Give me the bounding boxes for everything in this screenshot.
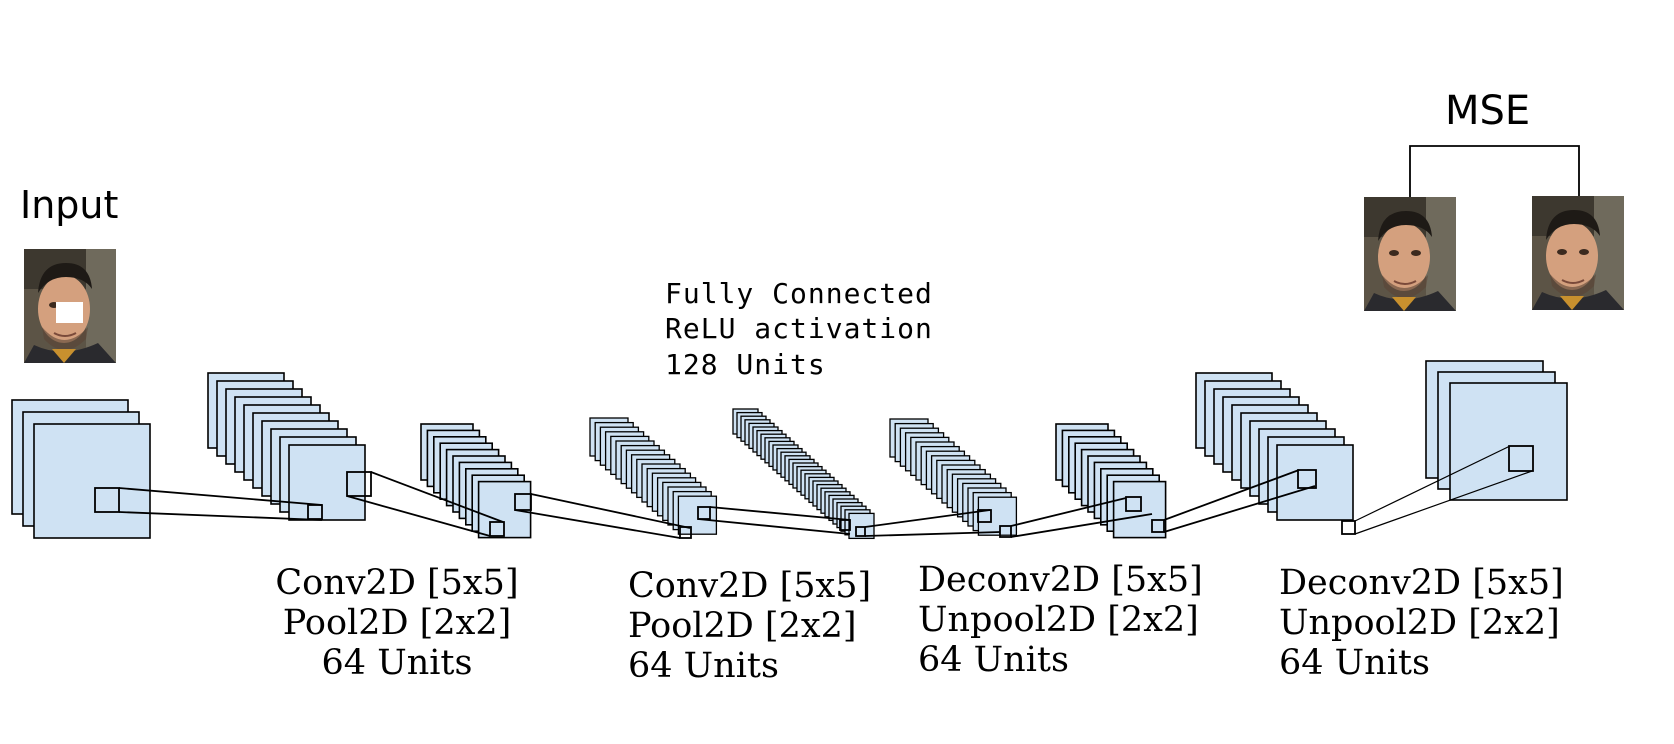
connection-line [514, 509, 681, 539]
kernel-box [839, 519, 851, 531]
fully-connected-stack [732, 408, 875, 540]
kernel-box [1125, 496, 1142, 512]
connection-line [864, 531, 1001, 537]
feature-map-stacks [11, 360, 1568, 540]
conv-stack-3 [589, 417, 718, 535]
connection-lines [94, 445, 1534, 539]
layer-2-line-3: 64 Units [628, 646, 779, 686]
connection-line [118, 487, 323, 506]
feature-map [1276, 444, 1354, 521]
layer-2-line-1: Conv2D [5x5] [628, 566, 871, 606]
layer-label-3: Deconv2D [5x5] Unpool2D [2x2] 64 Units [918, 560, 1203, 680]
kernel-box [489, 521, 505, 537]
fc-line-3: 128 Units [665, 348, 826, 381]
kernel-box [855, 526, 866, 537]
feature-map [1112, 480, 1167, 539]
input-title: Input [20, 183, 118, 227]
layer-1-line-3: 64 Units [322, 643, 473, 683]
connection-line [1354, 445, 1511, 522]
connection-line [118, 511, 323, 521]
connection-line [1163, 485, 1316, 533]
layer-4-line-2: Unpool2D [2x2] [1279, 603, 1560, 643]
kernel-box [679, 526, 692, 539]
layer-1-line-1: Conv2D [5x5] [275, 563, 518, 603]
connection-line [864, 509, 991, 528]
feature-map [288, 444, 366, 521]
input-feature-stack [11, 399, 151, 539]
kernel-box [1341, 520, 1356, 535]
output-feature-stack [1425, 360, 1568, 501]
feature-map [977, 496, 1018, 536]
connection-line [370, 471, 504, 523]
conv-stack-1 [207, 372, 366, 521]
connection-line [530, 493, 691, 529]
mse-title: MSE [1445, 88, 1530, 134]
reconstructed-face-image [1363, 196, 1457, 312]
occlusion-patch [56, 302, 83, 323]
fc-line-1: Fully Connected [665, 277, 933, 310]
kernel-box [1151, 519, 1165, 533]
kernel-box [514, 493, 532, 511]
layer-1-line-2: Pool2D [2x2] [283, 603, 512, 643]
deconv-stack-4 [1055, 423, 1167, 539]
connection-line [346, 495, 491, 537]
kernel-box [999, 525, 1012, 538]
fully-connected-label: Fully Connected ReLU activation 128 Unit… [665, 277, 933, 381]
kernel-box [307, 504, 323, 520]
target-face-image [1531, 195, 1625, 311]
feature-map [33, 423, 151, 539]
connection-line [709, 506, 851, 521]
layer-3-line-1: Deconv2D [5x5] [918, 560, 1203, 600]
layer-3-line-2: Unpool2D [2x2] [918, 600, 1199, 640]
fc-line-2: ReLU activation [665, 312, 933, 345]
layer-label-4: Deconv2D [5x5] Unpool2D [2x2] 64 Units [1279, 563, 1564, 683]
kernel-box [1297, 469, 1317, 489]
connection-line [1163, 469, 1300, 521]
layer-4-line-3: 64 Units [1279, 643, 1430, 683]
layer-label-1: Conv2D [5x5] Pool2D [2x2] 64 Units [275, 563, 518, 683]
layer-2-line-2: Pool2D [2x2] [628, 606, 857, 646]
kernel-box [346, 471, 372, 497]
feature-map [1449, 382, 1568, 501]
connection-line [697, 518, 851, 535]
mse-bracket [1409, 145, 1580, 197]
connection-line [1010, 497, 1127, 527]
connection-line [1010, 513, 1153, 538]
kernel-box [977, 509, 992, 523]
kernel-box [94, 487, 120, 513]
layer-4-line-1: Deconv2D [5x5] [1279, 563, 1564, 603]
kernel-box [1508, 445, 1534, 472]
layer-3-line-3: 64 Units [918, 640, 1069, 680]
connection-line [1354, 470, 1533, 535]
deconv-stack-3 [889, 418, 1018, 536]
input-face-image [23, 248, 117, 364]
layer-label-2: Conv2D [5x5] Pool2D [2x2] 64 Units [628, 566, 871, 686]
